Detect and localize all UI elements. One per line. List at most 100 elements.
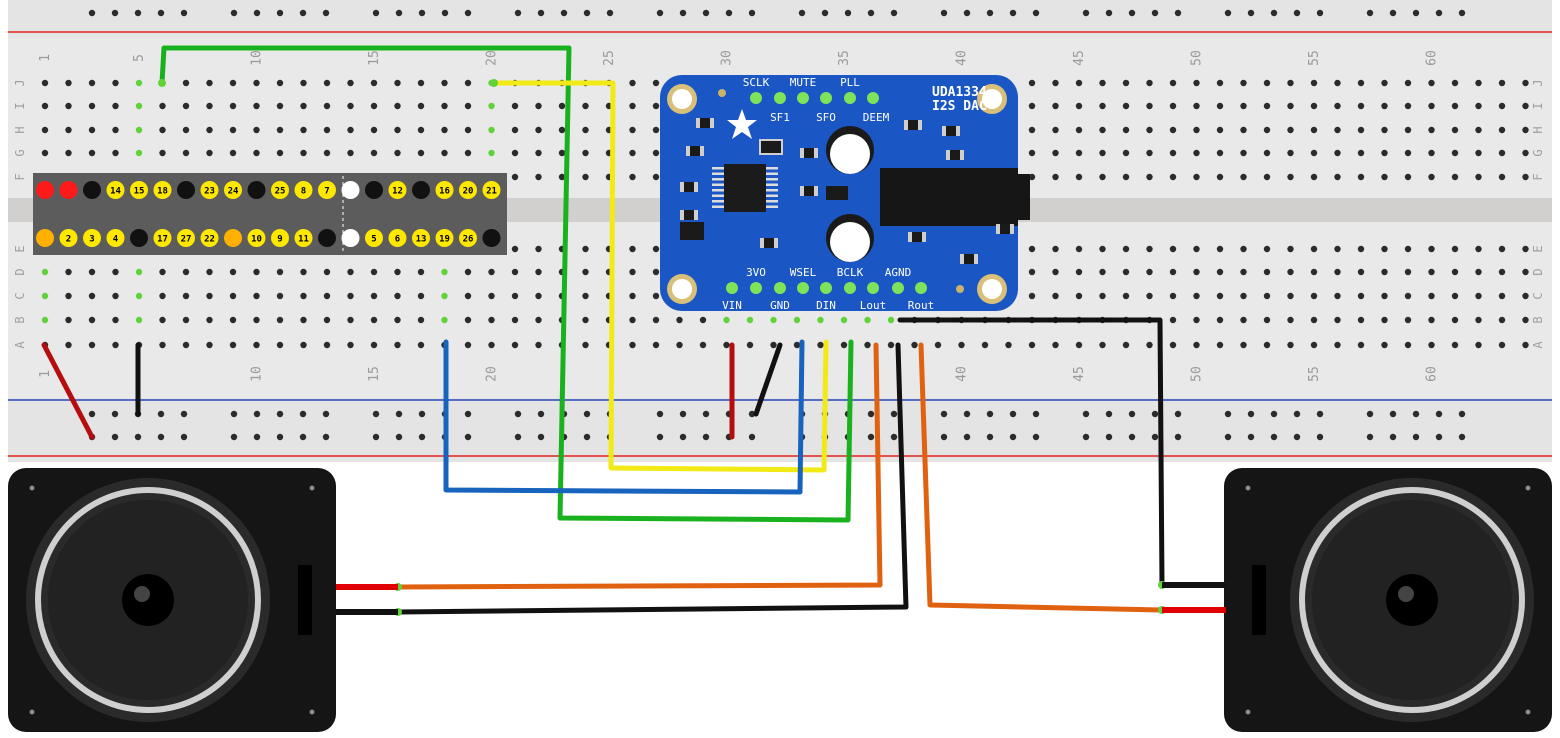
- breadboard-hole: [1428, 102, 1435, 110]
- smd-pad: [960, 150, 964, 160]
- dac-title-2: I2S DAC: [932, 99, 987, 114]
- dac-bottom-pin: [726, 282, 738, 294]
- wire-blue-wsel: [443, 339, 805, 495]
- breadboard-hole: [770, 316, 777, 324]
- breadboard-hole: [770, 341, 777, 349]
- wire-end: [158, 79, 166, 87]
- breadboard-hole: [88, 316, 96, 324]
- bottom-rail-2-hole: [1293, 433, 1301, 441]
- breadboard-hole: [417, 268, 425, 276]
- breadboard-hole: [253, 79, 260, 87]
- breadboard-hole: [182, 149, 190, 157]
- breadboard-hole: [1193, 341, 1200, 349]
- gpio-pin: [435, 229, 454, 247]
- speaker-terminal: [298, 565, 312, 635]
- smd-pad: [696, 118, 700, 128]
- gpio-pin-label: 10: [251, 235, 262, 245]
- breadboard-hole: [135, 79, 143, 87]
- breadboard-hole: [1404, 245, 1412, 253]
- gpio-pin-label: 9: [277, 235, 282, 245]
- breadboard-hole: [370, 149, 378, 157]
- chip-leg: [766, 194, 778, 197]
- bottom-rail-1-hole: [890, 410, 898, 418]
- breadboard-hole: [159, 292, 166, 300]
- breadboard-hole: [1404, 79, 1412, 87]
- breadboard-hole: [1028, 79, 1036, 87]
- breadboard-hole: [41, 126, 49, 134]
- breadboard-hole: [112, 79, 119, 87]
- breadboard-hole: [1193, 79, 1200, 87]
- breadboard-hole: [88, 341, 96, 349]
- breadboard-hole: [746, 341, 754, 349]
- breadboard-hole: [582, 149, 589, 157]
- bottom-rail-1-hole: [679, 410, 687, 418]
- breadboard-hole: [582, 173, 589, 181]
- bottom-rail-1-hole: [395, 410, 403, 418]
- bottom-rail-1-hole: [180, 410, 188, 418]
- gpio-pin: [36, 229, 54, 247]
- breadboard-hole: [441, 149, 448, 157]
- bottom-rail-1-hole: [583, 410, 591, 418]
- breadboard-hole: [1428, 316, 1435, 324]
- breadboard-hole: [1357, 341, 1365, 349]
- dac-top-pin: [750, 92, 762, 104]
- top-rail-hole: [418, 9, 426, 17]
- smd-pad: [686, 146, 690, 156]
- breadboard-hole: [112, 316, 119, 324]
- breadboard-hole: [1146, 292, 1153, 300]
- bottom-rail-2-hole: [1128, 433, 1136, 441]
- breadboard-hole: [229, 292, 237, 300]
- breadboard-hole: [1310, 292, 1318, 300]
- top-rail-hole: [180, 9, 188, 17]
- breadboard-hole: [1193, 292, 1200, 300]
- breadboard-hole: [135, 102, 143, 110]
- breadboard-hole: [323, 341, 331, 349]
- capacitor-1-top: [830, 134, 870, 174]
- breadboard-hole: [629, 268, 636, 276]
- breadboard-hole: [1404, 126, 1412, 134]
- top-rail-hole: [606, 9, 614, 17]
- breadboard-hole: [1099, 245, 1106, 253]
- breadboard-hole: [1146, 173, 1153, 181]
- bottom-rail-1-hole: [299, 410, 307, 418]
- speaker-screw: [309, 709, 315, 715]
- bottom-rail-2-hole: [1389, 433, 1397, 441]
- breadboard-hole: [1263, 79, 1271, 87]
- breadboard-hole: [253, 149, 260, 157]
- gpio-pin: [294, 181, 313, 199]
- breadboard-hole: [1193, 102, 1200, 110]
- bottom-rail-1-hole: [111, 410, 119, 418]
- breadboard-hole: [300, 292, 307, 300]
- mount-hole-inner: [982, 89, 1002, 109]
- breadboard-hole: [276, 292, 284, 300]
- top-rail-hole: [798, 9, 806, 17]
- breadboard-hole: [206, 292, 213, 300]
- breadboard-hole: [1052, 292, 1059, 300]
- breadboard-hole: [135, 126, 143, 134]
- bottom-rail-2-hole: [253, 433, 261, 441]
- smd-component: [960, 254, 978, 264]
- gpio-pin: [200, 229, 219, 247]
- gpio-pin-label: 20: [463, 187, 474, 197]
- gpio-pin: [388, 229, 407, 247]
- breadboard-hole: [1522, 102, 1529, 110]
- breadboard-hole: [1052, 126, 1059, 134]
- breadboard-hole: [1404, 292, 1412, 300]
- breadboard-hole: [1428, 268, 1435, 276]
- breadboard-hole: [88, 292, 96, 300]
- breadboard-hole: [1522, 316, 1529, 324]
- breadboard-hole: [1381, 245, 1388, 253]
- smd-pad: [922, 232, 926, 242]
- breadboard-hole: [1075, 79, 1083, 87]
- breadboard-hole: [1075, 126, 1083, 134]
- breadboard-hole: [464, 316, 472, 324]
- bottom-rail-2-hole: [1151, 433, 1159, 441]
- breadboard-hole: [347, 79, 354, 87]
- breadboard-hole: [1146, 126, 1153, 134]
- column-number-top: 60: [1425, 50, 1440, 66]
- top-rail-hole: [1316, 9, 1324, 17]
- gpio-pin: [177, 181, 195, 199]
- breadboard-hole: [1240, 102, 1247, 110]
- breadboard-hole: [1451, 79, 1459, 87]
